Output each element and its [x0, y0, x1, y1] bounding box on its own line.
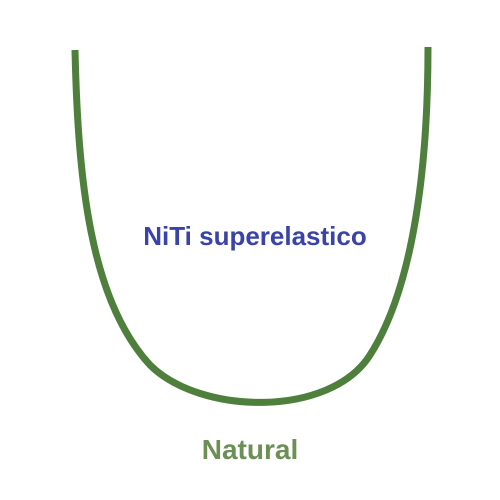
finish-label: Natural: [201, 434, 299, 465]
product-name-label: NiTi superelastico: [143, 221, 367, 251]
archwire-curve: [71, 46, 432, 406]
